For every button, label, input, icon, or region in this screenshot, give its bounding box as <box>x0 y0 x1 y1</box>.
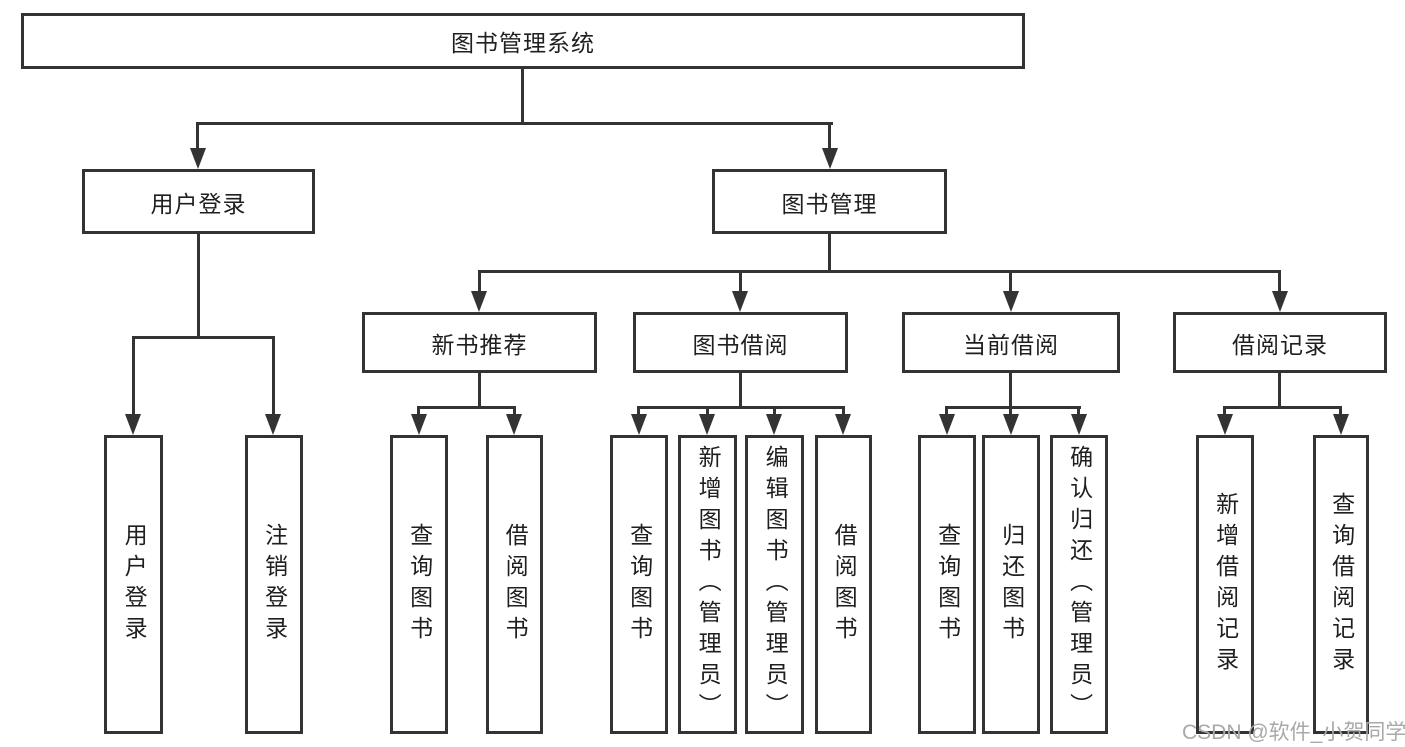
connector-line <box>637 406 845 409</box>
leaf-query-books-borrow: 查询图书 <box>610 435 668 734</box>
leaf-query-books-recommend-label: 查询图书 <box>406 522 433 647</box>
leaf-query-books-recommend: 查询图书 <box>390 435 448 734</box>
arrow-down-icon <box>265 414 281 435</box>
leaf-user-login: 用户登录 <box>104 435 163 734</box>
connector-line <box>637 406 640 418</box>
connector-line <box>521 69 524 125</box>
connector-line <box>417 406 516 409</box>
arrow-down-icon <box>699 414 715 435</box>
arrow-down-icon <box>471 291 487 312</box>
leaf-user-login-label: 用户登录 <box>121 522 148 647</box>
connector-line <box>478 373 481 409</box>
arrow-down-icon <box>1333 414 1349 435</box>
connector-line <box>132 336 275 339</box>
arrow-down-icon <box>939 414 955 435</box>
leaf-return-books: 归还图书 <box>982 435 1040 734</box>
leaf-borrow-books-recommend-label: 借阅图书 <box>502 522 529 647</box>
connector-line <box>773 406 776 418</box>
arrow-down-icon <box>631 414 647 435</box>
leaf-confirm-return-admin: 确认归还（管理员） <box>1050 435 1108 734</box>
node-borrow-records: 借阅记录 <box>1173 312 1387 373</box>
connector-line <box>1077 406 1080 418</box>
leaf-edit-book-admin: 编辑图书（管理员） <box>745 435 804 734</box>
arrow-down-icon <box>190 148 206 169</box>
connector-line <box>417 406 420 418</box>
leaf-add-book-admin-label: 新增图书（管理员） <box>695 445 722 724</box>
connector-line <box>1009 373 1012 409</box>
leaf-borrow-books-borrow: 借阅图书 <box>815 435 872 734</box>
connector-line <box>197 234 200 339</box>
connector-line <box>828 122 831 152</box>
connector-line <box>706 406 709 418</box>
connector-line <box>196 122 199 152</box>
connector-line <box>272 336 275 418</box>
leaf-borrow-books-borrow-label: 借阅图书 <box>831 522 858 647</box>
leaf-borrow-books-recommend: 借阅图书 <box>486 435 543 734</box>
connector-line <box>1009 270 1012 295</box>
connector-line <box>842 406 845 418</box>
arrow-down-icon <box>732 291 748 312</box>
leaf-query-books-borrow-label: 查询图书 <box>626 522 653 647</box>
arrow-down-icon <box>766 414 782 435</box>
leaf-query-borrow-record: 查询借阅记录 <box>1313 435 1369 734</box>
leaf-return-books-label: 归还图书 <box>998 522 1025 647</box>
connector-line <box>739 373 742 409</box>
node-current-borrow: 当前借阅 <box>902 312 1120 373</box>
arrow-down-icon <box>411 414 427 435</box>
connector-line <box>828 234 831 273</box>
connector-line <box>197 122 833 125</box>
connector-line <box>478 270 481 295</box>
arrow-down-icon <box>125 414 141 435</box>
node-user-login: 用户登录 <box>82 169 315 234</box>
arrow-down-icon <box>822 148 838 169</box>
node-library-system: 图书管理系统 <box>21 13 1025 69</box>
leaf-query-books-current: 查询图书 <box>918 435 976 734</box>
node-new-book-recommend: 新书推荐 <box>362 312 597 373</box>
node-book-management: 图书管理 <box>712 169 947 234</box>
leaf-query-books-current-label: 查询图书 <box>934 522 961 647</box>
leaf-add-book-admin: 新增图书（管理员） <box>678 435 737 734</box>
connector-line <box>478 270 1281 273</box>
leaf-edit-book-admin-label: 编辑图书（管理员） <box>762 445 789 724</box>
arrow-down-icon <box>1217 414 1233 435</box>
connector-line <box>739 270 742 295</box>
connector-line <box>1009 406 1012 418</box>
connector-line <box>513 406 516 418</box>
connector-line <box>1339 406 1342 418</box>
node-book-borrow: 图书借阅 <box>633 312 848 373</box>
arrow-down-icon <box>1071 414 1087 435</box>
connector-line <box>1278 373 1281 409</box>
leaf-add-borrow-record-label: 新增借阅记录 <box>1212 491 1239 678</box>
connector-line <box>132 336 135 418</box>
arrow-down-icon <box>1003 291 1019 312</box>
leaf-logout-label: 注销登录 <box>261 522 288 647</box>
connector-line <box>945 406 1081 409</box>
leaf-query-borrow-record-label: 查询借阅记录 <box>1328 491 1355 678</box>
arrow-down-icon <box>835 414 851 435</box>
leaf-logout: 注销登录 <box>245 435 303 734</box>
connector-line <box>1278 270 1281 295</box>
connector-line <box>1223 406 1226 418</box>
csdn-watermark: CSDN @软件_小贺同学 <box>1182 721 1405 744</box>
arrow-down-icon <box>1003 414 1019 435</box>
arrow-down-icon <box>506 414 522 435</box>
arrow-down-icon <box>1272 291 1288 312</box>
leaf-confirm-return-admin-label: 确认归还（管理员） <box>1066 445 1093 724</box>
connector-line <box>1223 406 1342 409</box>
connector-line <box>945 406 948 418</box>
leaf-add-borrow-record: 新增借阅记录 <box>1196 435 1254 734</box>
